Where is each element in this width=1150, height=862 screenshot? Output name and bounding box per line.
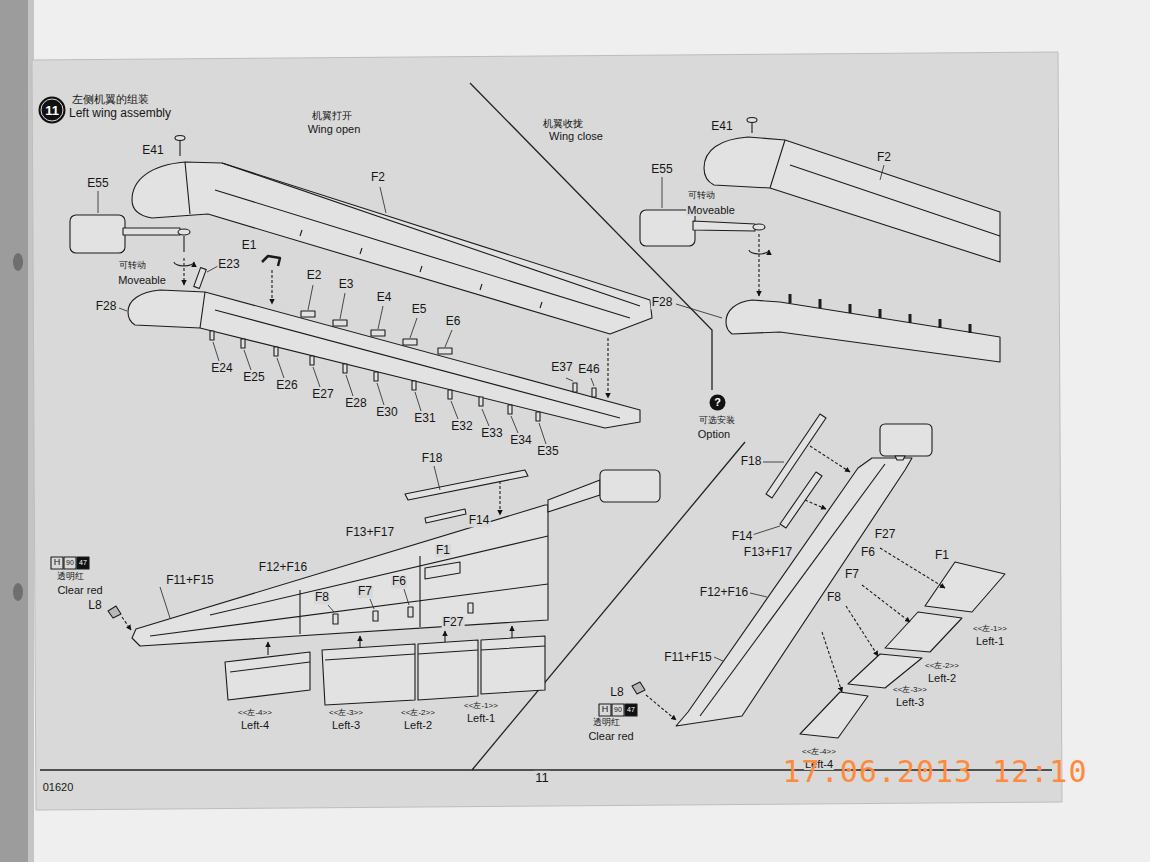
part-number: F11+F15	[165, 574, 214, 587]
note-text: 可转动	[687, 191, 716, 201]
part-number: F6	[860, 546, 876, 559]
note-text: 透明红	[592, 718, 621, 728]
note-text: 可选安装	[698, 416, 736, 426]
part-number: F2	[876, 151, 892, 164]
flap-label: <<左-1>>	[463, 702, 499, 711]
flap-label: Left-3	[331, 719, 361, 731]
note-text: 01620	[42, 781, 75, 793]
part-number: E4	[376, 291, 393, 304]
part-number: F7	[357, 585, 373, 598]
part-number: F14	[468, 514, 491, 527]
part-number: E23	[217, 258, 240, 271]
step-title: Left wing assembly	[68, 107, 172, 120]
badge-text: 11	[45, 104, 59, 117]
note-text: Moveable	[686, 204, 736, 216]
part-number: E5	[411, 303, 428, 316]
note-text: 透明红	[56, 572, 85, 582]
part-number: E27	[311, 388, 334, 401]
part-number: F18	[421, 452, 444, 465]
note-text: Clear red	[56, 584, 103, 596]
badge-fill	[710, 395, 726, 411]
paint-code: H	[601, 705, 610, 715]
part-number: F12+F16	[258, 561, 308, 574]
step-badge: ?	[709, 394, 726, 411]
flap-label: <<左-4>>	[237, 709, 273, 718]
note-text: Option	[697, 428, 731, 440]
paint-code: 90	[613, 706, 623, 714]
part-number: F13+F17	[743, 546, 793, 559]
part-number: E1	[241, 239, 258, 252]
part-number: F18	[740, 455, 763, 468]
badge-text: ?	[714, 397, 721, 408]
part-number: F1	[435, 544, 451, 557]
flap-label: <<左-2>>	[400, 709, 436, 718]
note-text: 11	[534, 771, 550, 785]
flap-label: <<左-1>>	[972, 625, 1008, 634]
part-number: E26	[275, 379, 298, 392]
part-number: E33	[480, 427, 503, 440]
part-number: E30	[375, 406, 398, 419]
part-number: F6	[391, 575, 407, 588]
flap-label: Left-2	[927, 672, 957, 684]
part-number: E35	[536, 445, 559, 458]
part-number: L8	[87, 599, 102, 612]
part-number: E37	[550, 361, 573, 374]
note-text: 机翼打开	[311, 110, 353, 121]
part-number: F27	[874, 528, 897, 541]
flap-label: <<左-3>>	[892, 686, 928, 695]
part-number: E32	[450, 420, 473, 433]
flap-label: Left-3	[895, 696, 925, 708]
note-text: 左侧机翼的组装	[71, 93, 150, 105]
part-number: E28	[344, 397, 367, 410]
part-number: E31	[413, 412, 436, 425]
note-text: Wing close	[548, 130, 604, 142]
flap-label: Left-1	[975, 635, 1005, 647]
note-text: 可转动	[118, 261, 147, 271]
part-number: E46	[577, 363, 600, 376]
part-number: F14	[731, 530, 754, 543]
part-number: F7	[844, 568, 860, 581]
part-number: E25	[242, 371, 265, 384]
note-text: 机翼收拢	[542, 118, 584, 129]
paint-code: 47	[626, 706, 636, 714]
part-number: E55	[86, 177, 109, 190]
note-text: Moveable	[117, 274, 167, 286]
part-number: E24	[210, 362, 233, 375]
badge-fill	[39, 97, 66, 124]
step-badge: 11	[38, 96, 66, 124]
flap-label: Left-2	[403, 719, 433, 731]
part-number: F12+F16	[699, 586, 749, 599]
part-number: F1	[934, 549, 950, 562]
part-number: E55	[650, 163, 673, 176]
part-number: F8	[826, 591, 842, 604]
part-number: F28	[651, 296, 674, 309]
paint-code: 90	[65, 559, 75, 567]
paint-code: H	[53, 558, 62, 568]
paint-code: 47	[78, 559, 88, 567]
part-number: F28	[95, 300, 118, 313]
flap-label: Left-1	[466, 712, 496, 724]
part-number: F13+F17	[345, 526, 395, 539]
part-number: L8	[609, 686, 624, 699]
part-number: E34	[509, 434, 532, 447]
part-number: F8	[314, 591, 330, 604]
part-number: F27	[442, 616, 465, 629]
part-number: E41	[710, 120, 733, 133]
photo-timestamp: 17.06.2013 12:10	[782, 755, 1089, 788]
part-number: F2	[370, 171, 386, 184]
badge-ring	[41, 99, 63, 121]
note-text: Clear red	[587, 730, 634, 742]
flap-label: <<左-3>>	[328, 709, 364, 718]
part-number: F11+F15	[663, 651, 712, 664]
part-number: E6	[445, 315, 462, 328]
part-number: E3	[338, 278, 355, 291]
flap-label: <<左-2>>	[924, 662, 960, 671]
part-number: E2	[306, 269, 323, 282]
note-text: Wing open	[307, 123, 362, 135]
part-number: E41	[141, 144, 164, 157]
flap-label: Left-4	[240, 719, 270, 731]
